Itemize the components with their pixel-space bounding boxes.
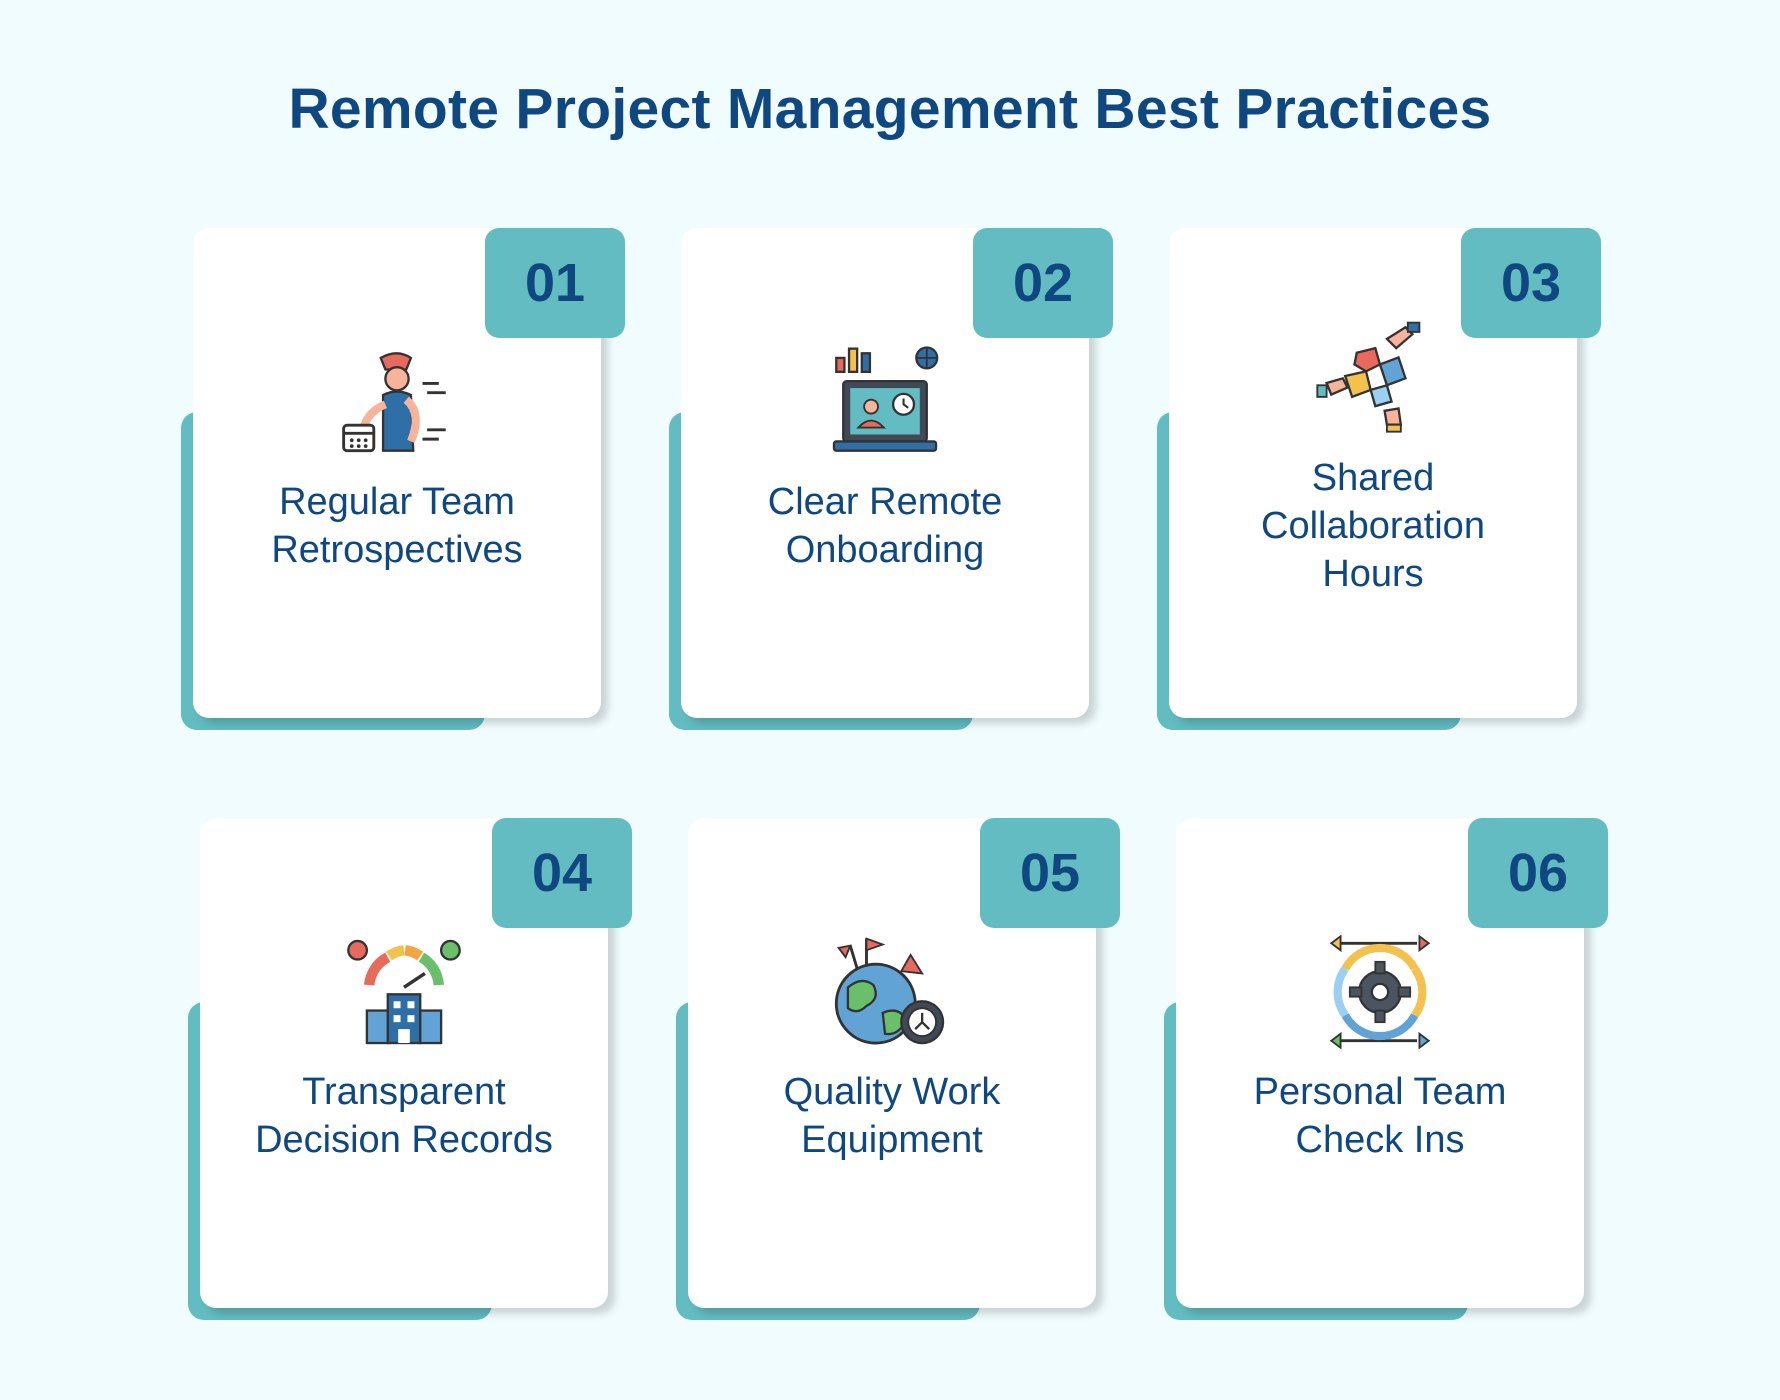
- number-badge: 05: [980, 818, 1120, 928]
- card-04: Transparent Decision Records 04: [188, 818, 632, 1320]
- gear-cycle-arrows-icon: [1322, 934, 1438, 1050]
- gauge-building-icon: [346, 934, 462, 1050]
- card-01: Regular Team Retrospectives 01: [181, 228, 625, 730]
- number-badge: 02: [973, 228, 1113, 338]
- card-label: Quality Work Equipment: [783, 1071, 1001, 1161]
- card-label: Transparent Decision Records: [255, 1071, 553, 1161]
- number-badge: 01: [485, 228, 625, 338]
- globe-clock-icon: [834, 934, 950, 1050]
- card-02: Clear Remote Onboarding 02: [669, 228, 1113, 730]
- card-label: Clear Remote Onboarding: [767, 481, 1003, 571]
- page-title: Remote Project Management Best Practices: [288, 77, 1492, 141]
- number-badge: 04: [492, 818, 632, 928]
- card-label: Shared Collaboration Hours: [1261, 457, 1485, 595]
- laptop-video-call-icon: [827, 344, 943, 460]
- card-label: Regular Team Retrospectives: [271, 481, 523, 571]
- card-05: Quality Work Equipment 05: [676, 818, 1120, 1320]
- card-03: Shared Collaboration Hours 03: [1157, 228, 1601, 730]
- puzzle-hands-icon: [1315, 318, 1431, 434]
- number-badge: 03: [1461, 228, 1601, 338]
- number-badge: 06: [1468, 818, 1608, 928]
- card-06: Personal Team Check Ins 06: [1164, 818, 1608, 1320]
- person-calendar-speed-icon: [339, 344, 455, 460]
- card-label: Personal Team Check Ins: [1253, 1071, 1507, 1161]
